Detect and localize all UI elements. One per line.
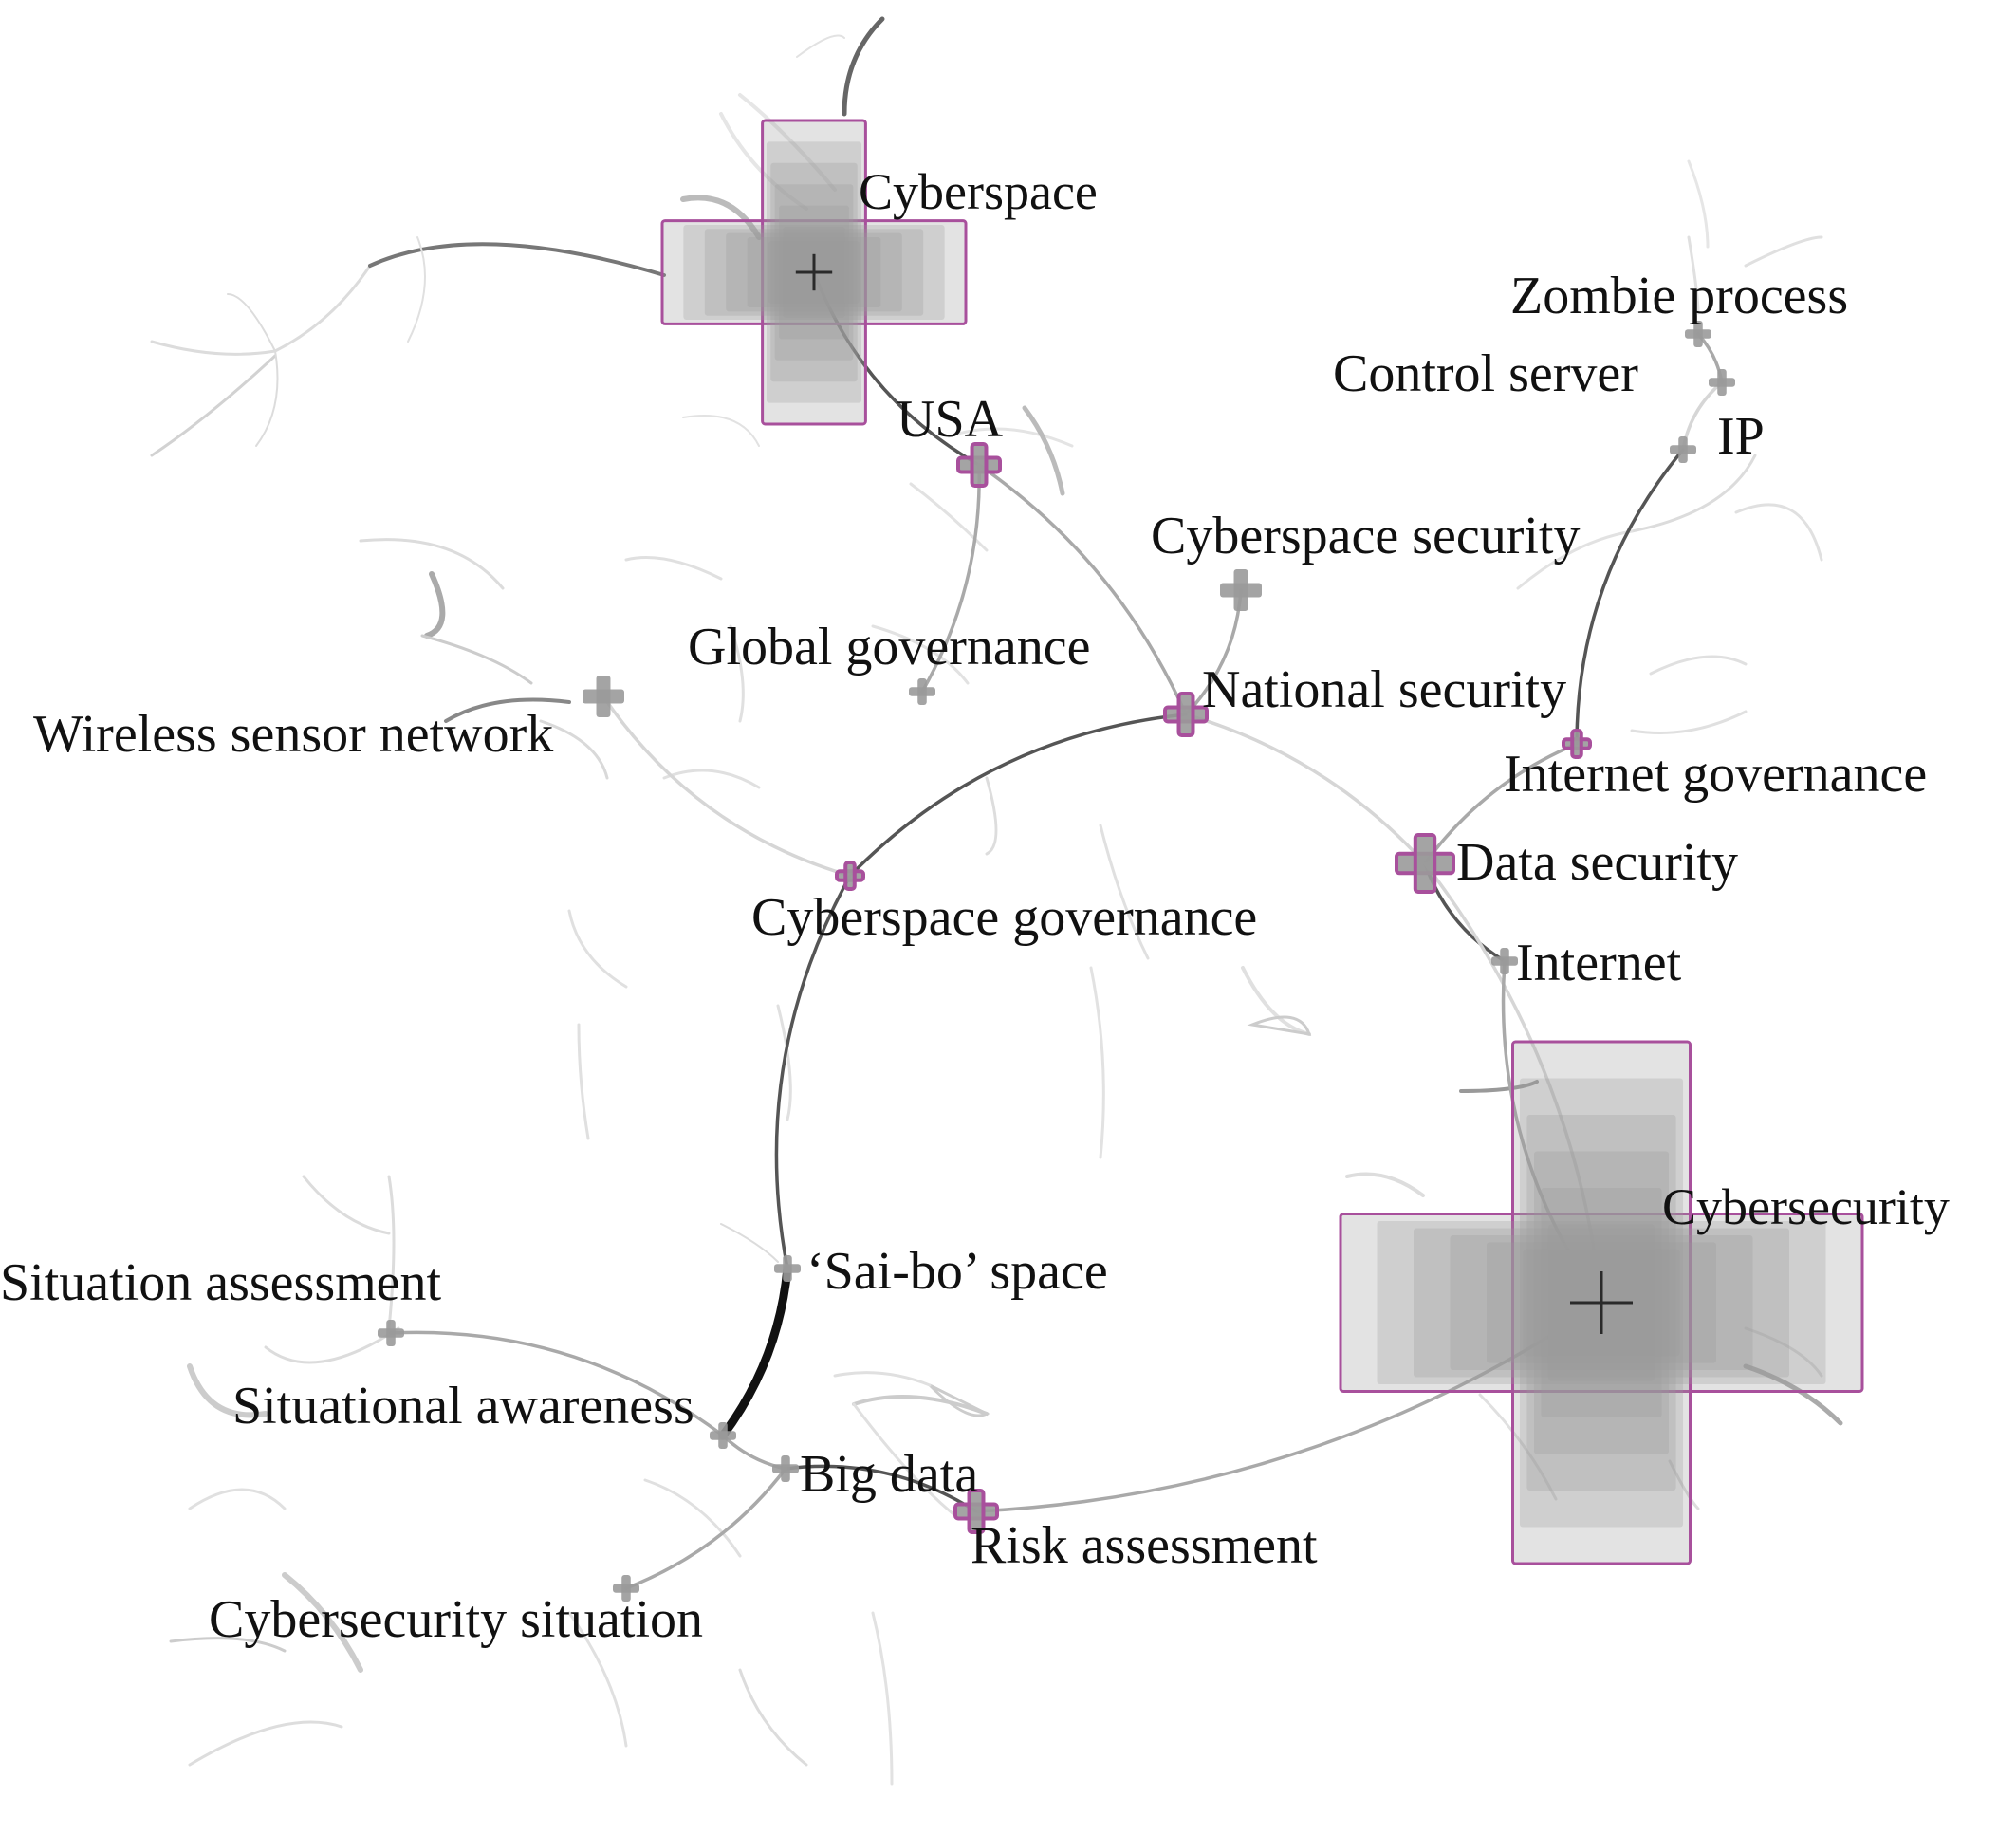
node-cyberspace-governance: [835, 861, 865, 891]
label-national-security: National security: [1202, 660, 1566, 719]
node-global-governance: [909, 678, 935, 705]
node-cybersecurity: [1339, 1040, 1864, 1565]
node-data-security: [1395, 833, 1455, 894]
node-risk-assessment: [953, 1489, 999, 1534]
label-data-security: Data security: [1456, 833, 1738, 892]
node-internet: [1491, 948, 1518, 974]
label-internet-governance: Internet governance: [1504, 745, 1927, 804]
edge-situational-awareness-situation-assessment: [389, 1330, 725, 1437]
label-global-governance: Global governance: [688, 618, 1090, 676]
node-usa: [956, 442, 1002, 488]
label-cybersecurity-situation: Cybersecurity situation: [209, 1590, 703, 1649]
node-control-server: [1709, 369, 1735, 396]
node-cyberspace: [660, 119, 968, 426]
edge-internet-cybersecurity: [1501, 959, 1603, 1305]
node-sai-bo-space: [774, 1255, 801, 1282]
edge-cybersecurity-risk-assessment: [974, 1301, 1603, 1513]
keyword-labels: Cyberspace Cybersecurity USA Zombie proc…: [0, 163, 1950, 1649]
edge-cyberspace-usa: [812, 270, 981, 467]
label-situation-assessment: Situation assessment: [0, 1253, 442, 1312]
node-internet-governance: [1562, 729, 1592, 759]
edge-big-data-cybersecurity-situation: [624, 1467, 787, 1590]
node-situation-assessment: [378, 1320, 404, 1346]
label-big-data: Big data: [800, 1445, 978, 1504]
edge-big-data-situational-awareness: [721, 1434, 787, 1471]
keyword-edges: [389, 270, 1724, 1590]
label-wireless-sensor-network: Wireless sensor network: [33, 705, 553, 764]
node-zombie-process: [1685, 321, 1711, 347]
node-cybersecurity-situation: [613, 1575, 639, 1602]
label-cybersecurity: Cybersecurity: [1662, 1178, 1950, 1235]
label-cyberspace-security: Cyberspace security: [1151, 507, 1580, 565]
edge-national-security-cyberspace-governance: [848, 713, 1188, 878]
edge-control-server-ip: [1681, 380, 1724, 452]
node-wireless-sensor-network: [583, 676, 624, 717]
node-big-data: [772, 1455, 799, 1482]
edge-risk-assessment-big-data: [784, 1464, 978, 1513]
node-ip: [1670, 436, 1696, 463]
label-internet: Internet: [1516, 934, 1682, 992]
label-ip: IP: [1717, 407, 1765, 466]
label-cyberspace-governance: Cyberspace governance: [751, 888, 1257, 947]
edge-ip-internet-governance: [1575, 448, 1685, 746]
node-situational-awareness: [710, 1422, 736, 1449]
edge-wireless-sensor-network-cyberspace-governance: [601, 695, 852, 878]
edge-cyberspace-governance-sai-bo-space: [774, 874, 852, 1270]
label-zombie-process: Zombie process: [1510, 267, 1848, 325]
edge-national-security-data-security: [1184, 713, 1427, 865]
label-situational-awareness: Situational awareness: [232, 1377, 694, 1436]
edge-data-security-internet-governance: [1423, 742, 1579, 865]
edge-sai-bo-space-situational-awareness: [718, 1264, 792, 1440]
label-cyberspace: Cyberspace: [859, 163, 1098, 220]
keyword-nodes: [378, 119, 1864, 1602]
label-risk-assessment: Risk assessment: [971, 1516, 1318, 1575]
label-control-server: Control server: [1333, 344, 1638, 403]
edge-data-security-cybersecurity: [1423, 861, 1603, 1305]
edge-usa-national-security: [977, 463, 1188, 716]
edge-usa-global-governance: [920, 463, 981, 694]
label-usa: USA: [897, 390, 1004, 449]
node-national-security: [1163, 692, 1209, 737]
node-cyberspace-security: [1220, 569, 1262, 611]
label-sai-bo-space: ‘Sai-bo’ space: [806, 1242, 1108, 1301]
